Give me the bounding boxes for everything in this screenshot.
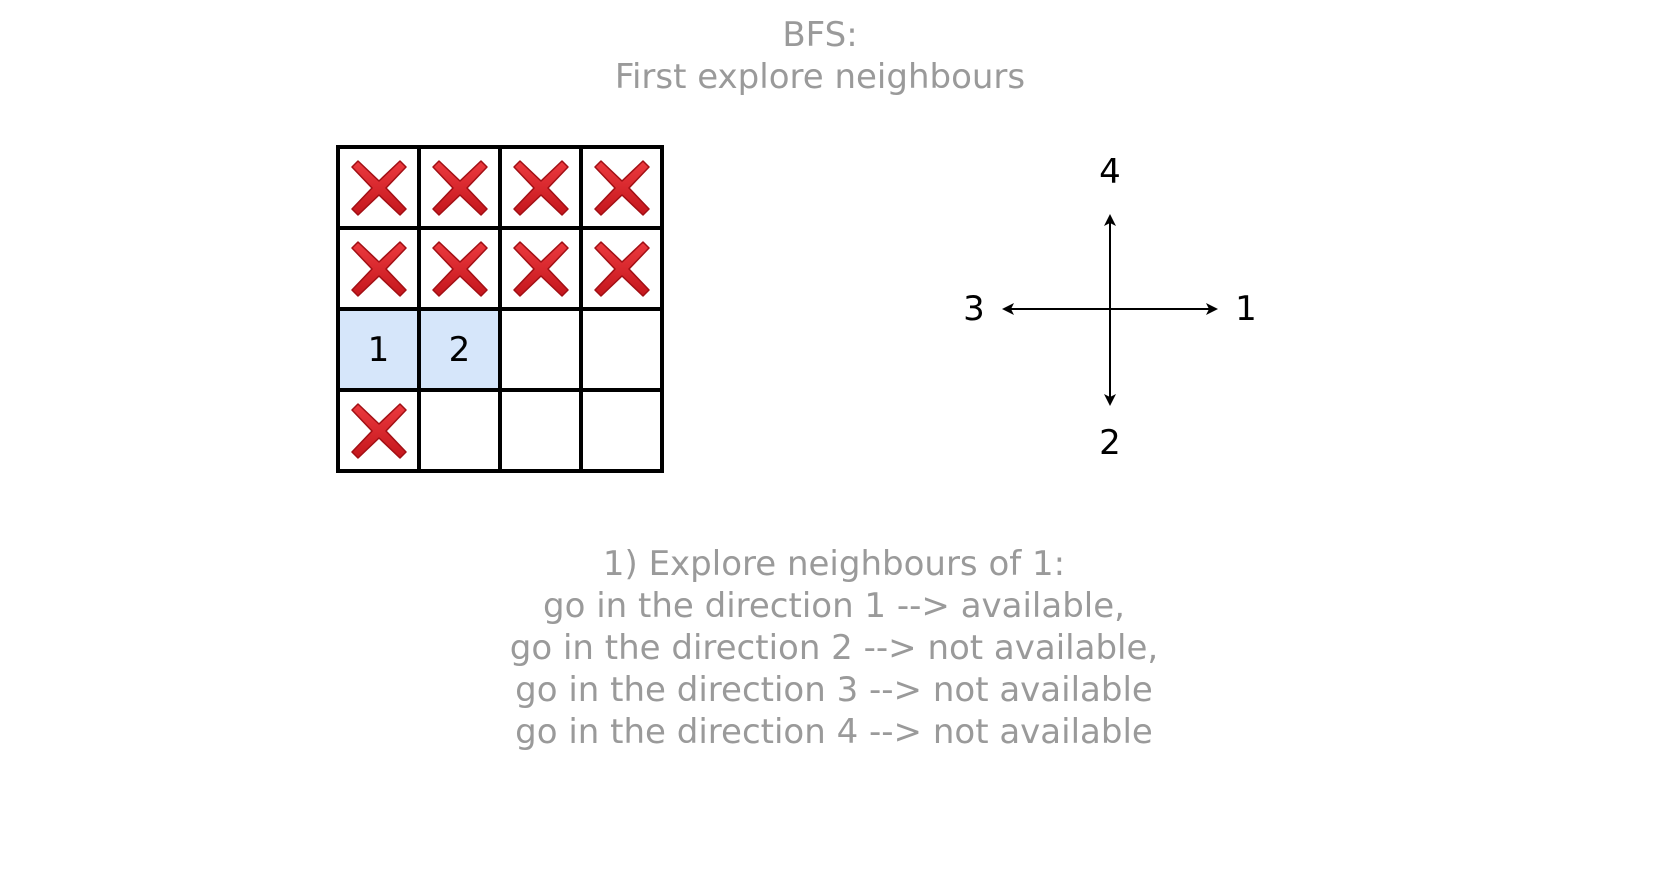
grid-cell-r0-c0 [340, 149, 421, 230]
grid-cell-r0-c2 [502, 149, 583, 230]
red-x-icon [350, 402, 407, 459]
grid-cell-r3-c0 [340, 392, 421, 473]
red-x-icon [512, 159, 569, 216]
red-x-icon [593, 240, 650, 297]
explanation-text: 1) Explore neighbours of 1: go in the di… [0, 543, 1668, 753]
explanation-line-1: 1) Explore neighbours of 1: [602, 544, 1066, 584]
red-x-icon [350, 159, 407, 216]
explanation-line-3: go in the direction 2 --> not available, [509, 628, 1159, 668]
grid-cell-r1-c0 [340, 230, 421, 311]
diagram-title: BFS: First explore neighbours [0, 14, 1640, 98]
title-line-2: First explore neighbours [614, 57, 1026, 97]
red-x-icon [431, 240, 488, 297]
grid-cell-r1-c1 [421, 230, 502, 311]
title-line-1: BFS: [782, 15, 858, 55]
cell-label: 1 [367, 329, 390, 370]
red-x-icon [431, 159, 488, 216]
direction-label-left: 3 [963, 289, 985, 329]
grid-cell-r2-c0: 1 [340, 311, 421, 392]
cell-label: 2 [448, 329, 471, 370]
explanation-line-4: go in the direction 3 --> not available [515, 670, 1153, 710]
direction-compass: 4 1 2 3 [940, 140, 1280, 480]
grid-cell-r3-c2 [502, 392, 583, 473]
red-x-icon [593, 159, 650, 216]
grid-cell-r3-c1 [421, 392, 502, 473]
red-x-icon [350, 240, 407, 297]
grid-cell-r3-c3 [583, 392, 664, 473]
grid-cell-r2-c3 [583, 311, 664, 392]
direction-label-up: 4 [1099, 152, 1121, 192]
direction-label-down: 2 [1099, 423, 1121, 463]
grid-cell-r0-c3 [583, 149, 664, 230]
explanation-line-2: go in the direction 1 --> available, [543, 586, 1125, 626]
compass-arrows-icon [1002, 214, 1218, 406]
grid-cell-r0-c1 [421, 149, 502, 230]
grid-cell-r1-c3 [583, 230, 664, 311]
red-x-icon [512, 240, 569, 297]
grid-cell-r1-c2 [502, 230, 583, 311]
grid-cell-r2-c2 [502, 311, 583, 392]
explanation-line-5: go in the direction 4 --> not available [515, 712, 1153, 752]
direction-label-right: 1 [1235, 289, 1257, 329]
grid-cell-r2-c1: 2 [421, 311, 502, 392]
